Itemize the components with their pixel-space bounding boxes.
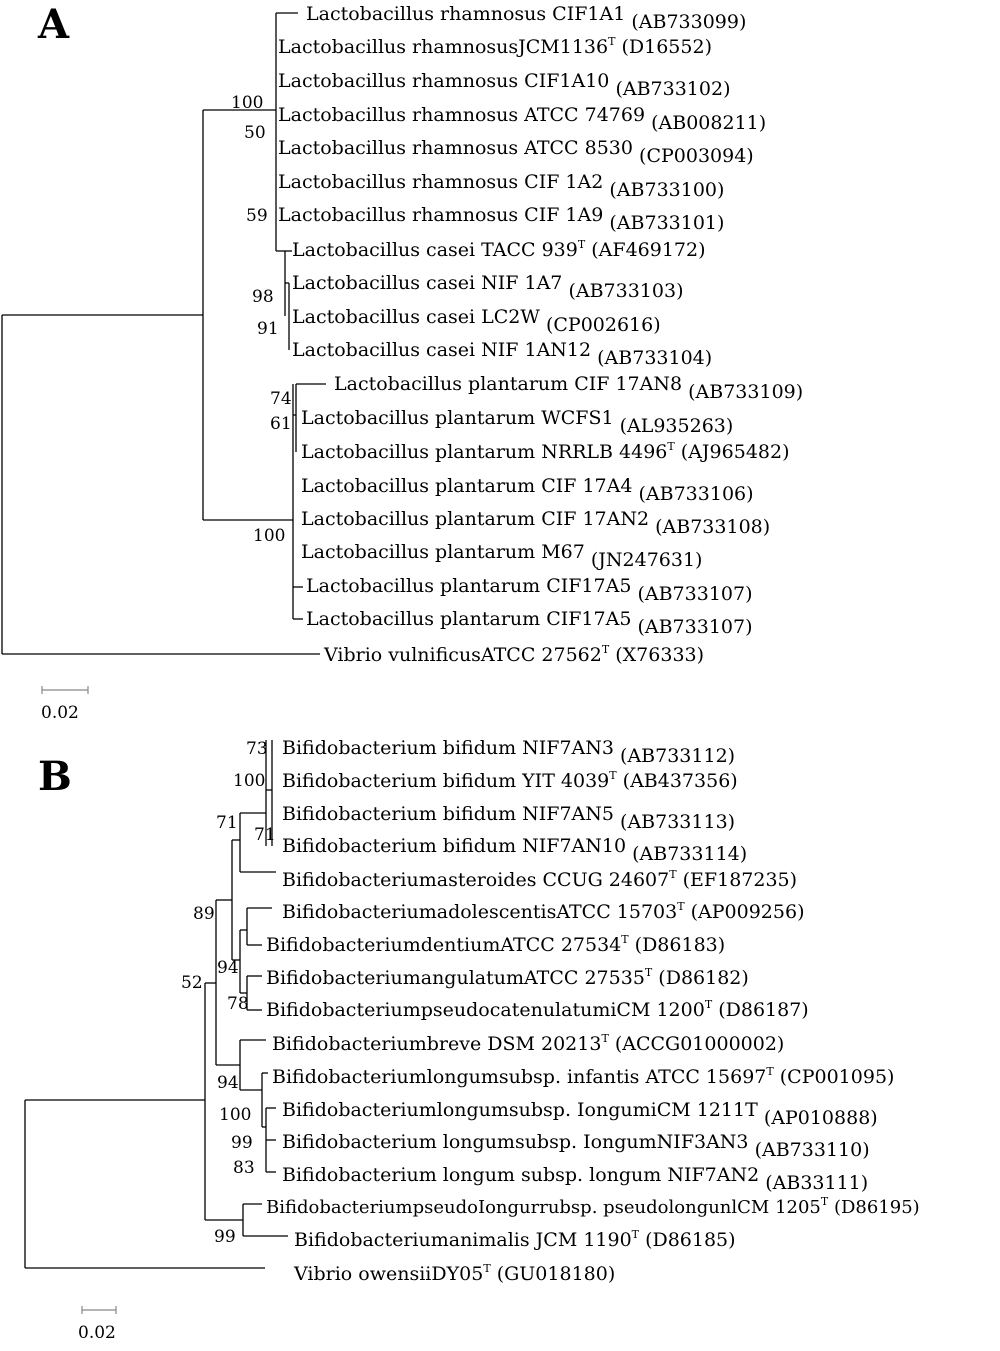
a-leaf-label: Lactobacillus plantarum NRRLB 4496T (AJ9… xyxy=(301,440,790,463)
b-leaf-label: Bifidobacterium bifidum NIF7AN5 (AB73311… xyxy=(282,803,735,833)
a-leaf-label: Lactobacillus plantarum CIF17A5 (AB73310… xyxy=(306,575,753,605)
a-leaf-label: Lactobacillus rhamnosus ATCC 8530 (CP003… xyxy=(278,137,754,167)
panel-a-scale-bar: 0.02 xyxy=(41,686,89,723)
b-leaf-label: BifidobacteriumadolescentisATCC 15703T (… xyxy=(282,900,805,923)
a-leaf-label: Lactobacillus rhamnosusJCM1136T (D16552) xyxy=(278,35,712,58)
b-leaf-label: Bifidobacteriumlongumsubsp. IongumiCM 12… xyxy=(282,1099,878,1129)
panel-a-bootstraps: 100 50 59 98 91 74 61 100 xyxy=(231,93,292,546)
panel-a-letter: A xyxy=(37,1,70,48)
panel-b-letter: B xyxy=(38,753,72,800)
b-bootstrap-value: 100 xyxy=(233,771,265,791)
b-bootstrap-value: 100 xyxy=(219,1105,251,1125)
b-leaf-label: Bifidobacteriumanimalis JCM 1190T (D8618… xyxy=(294,1228,736,1251)
a-bootstrap-value: 100 xyxy=(231,93,263,113)
b-leaf-label: Bifidobacteriumasteroides CCUG 24607T (E… xyxy=(282,868,797,891)
b-leaf-label: BifidobacteriumangulatumATCC 27535T (D86… xyxy=(266,966,749,989)
panel-a-branches xyxy=(1,12,326,655)
a-scale-label: 0.02 xyxy=(41,703,79,723)
a-bootstrap-value: 50 xyxy=(244,123,266,143)
b-leaf-label-outgroup: Vibrio owensiiDY05T (GU018180) xyxy=(293,1262,615,1285)
b-bootstrap-value: 99 xyxy=(231,1133,253,1153)
b-bootstrap-value: 78 xyxy=(227,994,249,1014)
a-leaf-label: Lactobacillus rhamnosus CIF1A10 (AB73310… xyxy=(278,70,730,100)
a-leaf-label: Lactobacillus casei NIF 1AN12 (AB733104) xyxy=(292,339,712,369)
b-leaf-label: BifidobacteriumdentiumATCC 27534T (D8618… xyxy=(266,933,725,956)
b-bootstrap-value: 83 xyxy=(233,1158,255,1178)
a-bootstrap-value: 59 xyxy=(246,206,268,226)
a-bootstrap-value: 74 xyxy=(270,389,292,409)
b-leaf-label: Bifidobacteriumbreve DSM 20213T (ACCG010… xyxy=(272,1032,784,1055)
a-leaf-label: Lactobacillus rhamnosus CIF 1A2 (AB73310… xyxy=(278,171,724,201)
a-bootstrap-value: 91 xyxy=(257,319,279,339)
a-bootstrap-value: 100 xyxy=(253,526,285,546)
a-leaf-label: Lactobacillus rhamnosus CIF1A1 (AB733099… xyxy=(306,3,746,33)
a-bootstrap-value: 98 xyxy=(252,287,274,307)
b-bootstrap-value: 52 xyxy=(181,973,203,993)
b-scale-line xyxy=(81,1306,117,1314)
a-leaf-label: Lactobacillus rhamnosus ATCC 74769 (AB00… xyxy=(278,104,766,134)
b-leaf-label: BifidobacteriumpseudocatenulatumiCM 1200… xyxy=(266,998,809,1021)
panel-a-leaves: Lactobacillus rhamnosus CIF1A1 (AB733099… xyxy=(278,3,803,666)
a-leaf-label: Lactobacillus plantarum CIF17A5 (AB73310… xyxy=(306,608,753,638)
a-bootstrap-value: 61 xyxy=(270,414,292,434)
a-leaf-label-outgroup: Vibrio vulnificusATCC 27562T (X76333) xyxy=(323,643,704,666)
a-scale-line xyxy=(41,686,89,694)
b-leaf-label: BifidobacteriumpseudoIongurrubsp. pseudo… xyxy=(266,1195,920,1218)
a-leaf-label: Lactobacillus plantarum M67 (JN247631) xyxy=(301,541,702,571)
b-scale-label: 0.02 xyxy=(78,1323,116,1343)
a-leaf-label: Lactobacillus casei TACC 939T (AF469172) xyxy=(292,238,706,261)
panel-b-scale-bar: 0.02 xyxy=(78,1306,117,1343)
b-bootstrap-value: 99 xyxy=(214,1227,236,1247)
panel-b-leaves: Bifidobacterium bifidum NIF7AN3 (AB73311… xyxy=(266,737,920,1285)
a-leaf-label: Lactobacillus plantarum CIF 17A4 (AB7331… xyxy=(301,475,754,505)
a-leaf-label: Lactobacillus casei NIF 1A7 (AB733103) xyxy=(292,272,683,302)
b-bootstrap-value: 71 xyxy=(254,825,276,845)
b-leaf-label: Bifidobacterium longum subsp. longum NIF… xyxy=(282,1164,868,1194)
b-bootstrap-value: 94 xyxy=(217,958,239,978)
b-bootstrap-value: 94 xyxy=(217,1073,239,1093)
a-leaf-label: Lactobacillus rhamnosus CIF 1A9 (AB73310… xyxy=(278,204,724,234)
b-leaf-label: Bifidobacterium bifidum NIF7AN3 (AB73311… xyxy=(282,737,735,767)
b-bootstrap-value: 73 xyxy=(246,739,268,759)
a-leaf-label: Lactobacillus plantarum WCFS1 (AL935263) xyxy=(301,407,733,437)
b-bootstrap-value: 71 xyxy=(216,813,238,833)
panel-b-branches xyxy=(24,740,288,1269)
panel-b-bootstraps: 73 100 71 71 89 94 78 52 94 100 99 83 99 xyxy=(181,739,276,1247)
b-leaf-label: Bifidobacterium longumsubsp. IongumNIF3A… xyxy=(282,1131,870,1161)
a-leaf-label: Lactobacillus casei LC2W (CP002616) xyxy=(292,306,661,336)
a-leaf-label: Lactobacillus plantarum CIF 17AN8 (AB733… xyxy=(334,373,803,403)
b-leaf-label: Bifidobacterium bifidum YIT 4039T (AB437… xyxy=(282,769,738,792)
b-leaf-label: Bifidobacterium bifidum NIF7AN10 (AB7331… xyxy=(282,835,747,865)
a-leaf-label: Lactobacillus plantarum CIF 17AN2 (AB733… xyxy=(301,508,770,538)
panel-a: A Lact xyxy=(1,1,803,723)
b-bootstrap-value: 89 xyxy=(193,904,215,924)
panel-b: B xyxy=(24,737,920,1343)
b-leaf-label: Bifidobacteriumlongumsubsp. infantis ATC… xyxy=(272,1065,894,1088)
